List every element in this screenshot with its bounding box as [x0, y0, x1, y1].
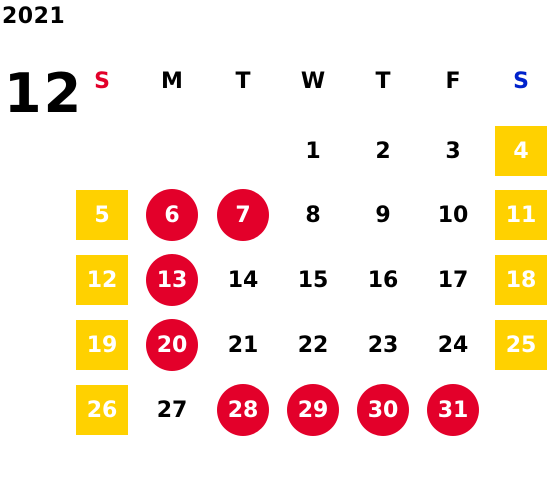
day-cell-10: 10 — [437, 202, 469, 228]
weekday-fri: F — [445, 68, 461, 94]
day-cell-4: 4 — [495, 126, 547, 176]
day-cell-3: 3 — [445, 138, 461, 164]
day-cell-13: 13 — [146, 254, 198, 306]
weekday-mon: M — [161, 68, 183, 94]
day-cell-25: 25 — [495, 320, 547, 370]
weekday-sat: S — [513, 68, 529, 94]
day-cell-15: 15 — [297, 267, 329, 293]
day-cell-11: 11 — [495, 190, 547, 240]
month-label: 12 — [4, 62, 84, 125]
weekday-thu: T — [375, 68, 391, 94]
day-cell-27: 27 — [156, 397, 188, 423]
day-cell-16: 16 — [367, 267, 399, 293]
day-cell-26: 26 — [76, 385, 128, 435]
day-cell-31: 31 — [427, 384, 479, 436]
day-cell-9: 9 — [375, 202, 391, 228]
weekday-sun: S — [94, 68, 110, 94]
day-cell-1: 1 — [305, 138, 321, 164]
day-cell-24: 24 — [437, 332, 469, 358]
day-cell-22: 22 — [297, 332, 329, 358]
day-cell-8: 8 — [305, 202, 321, 228]
day-cell-14: 14 — [227, 267, 259, 293]
day-cell-28: 28 — [217, 384, 269, 436]
day-cell-17: 17 — [437, 267, 469, 293]
day-cell-18: 18 — [495, 255, 547, 305]
day-cell-12: 12 — [76, 255, 128, 305]
day-cell-2: 2 — [375, 138, 391, 164]
weekday-wed: W — [300, 68, 326, 94]
day-cell-29: 29 — [287, 384, 339, 436]
weekday-tue: T — [235, 68, 251, 94]
day-cell-20: 20 — [146, 319, 198, 371]
day-cell-30: 30 — [357, 384, 409, 436]
day-cell-23: 23 — [367, 332, 399, 358]
day-cell-6: 6 — [146, 189, 198, 241]
day-cell-19: 19 — [76, 320, 128, 370]
year-label: 2021 — [2, 4, 66, 29]
day-cell-7: 7 — [217, 189, 269, 241]
day-cell-5: 5 — [76, 190, 128, 240]
day-cell-21: 21 — [227, 332, 259, 358]
